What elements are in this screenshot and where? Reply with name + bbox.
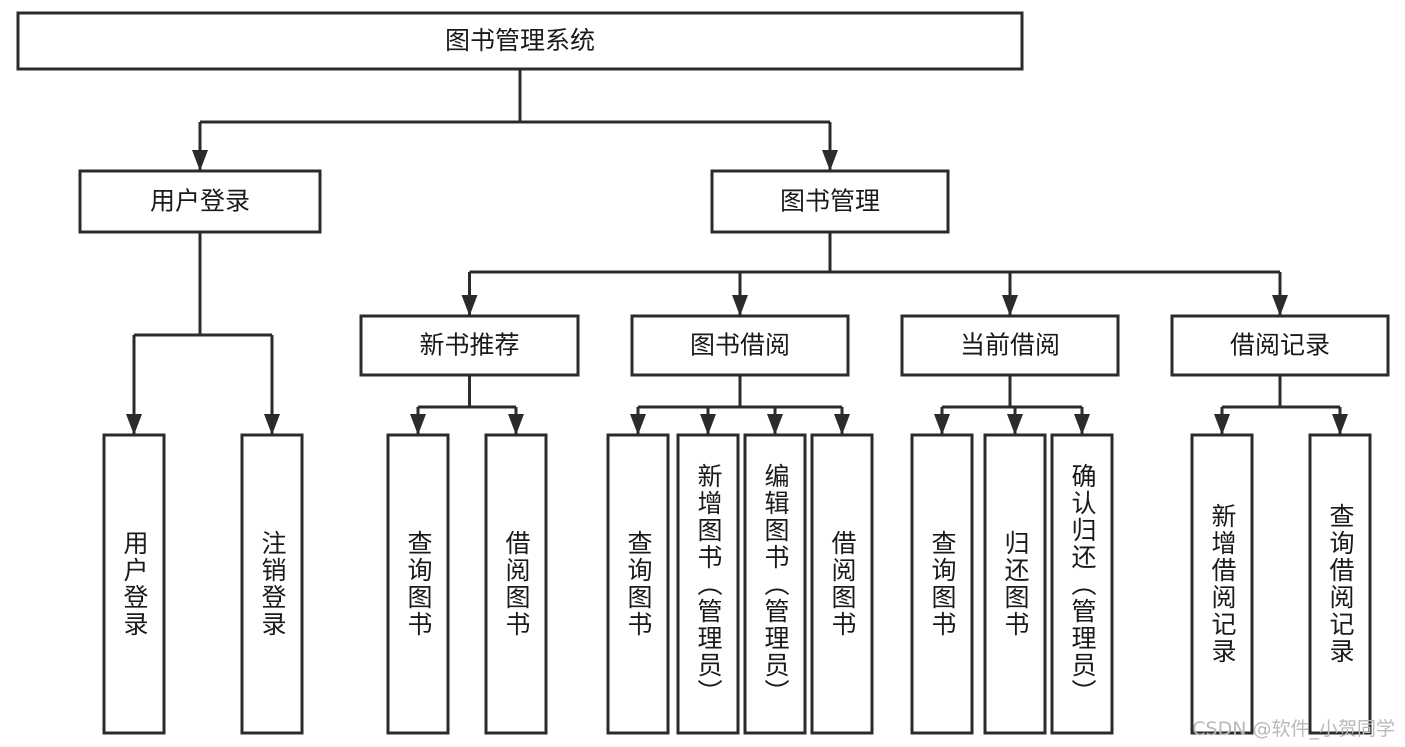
node-box-leaf-borrow-book-2[interactable] xyxy=(810,433,874,735)
arrow-head-icon xyxy=(1007,414,1023,435)
arrow-head-icon xyxy=(934,414,950,435)
connectors-layer xyxy=(126,69,1348,435)
arrow-head-icon xyxy=(1002,295,1018,316)
arrow-head-icon xyxy=(410,414,426,435)
node-box-root[interactable] xyxy=(16,11,1024,71)
arrow-head-icon xyxy=(700,414,716,435)
node-label-book-borrow: 图书借阅 xyxy=(690,331,790,360)
node-box-borrow-record[interactable] xyxy=(1170,314,1390,377)
node-box-book-borrow[interactable] xyxy=(630,314,850,377)
node-label-root: 图书管理系统 xyxy=(445,26,595,55)
node-label-new-book-rec: 新书推荐 xyxy=(419,331,519,360)
arrow-head-icon xyxy=(461,295,478,316)
arrow-head-icon xyxy=(192,150,208,171)
arrow-head-icon xyxy=(1272,295,1288,316)
node-box-leaf-borrow-book-1[interactable] xyxy=(484,433,548,735)
node-box-current-borrow[interactable] xyxy=(900,314,1120,377)
node-label-book-manage: 图书管理 xyxy=(780,187,880,216)
node-box-leaf-user-login[interactable] xyxy=(102,433,166,735)
node-box-leaf-query-book-1[interactable] xyxy=(386,433,450,735)
node-box-leaf-confirm-return[interactable] xyxy=(1050,433,1114,735)
arrow-head-icon xyxy=(630,414,646,435)
node-box-book-manage[interactable] xyxy=(710,169,950,234)
node-box-leaf-query-book-2[interactable] xyxy=(606,433,670,735)
node-box-leaf-logout[interactable] xyxy=(240,433,304,735)
arrow-head-icon xyxy=(834,414,850,435)
arrow-head-icon xyxy=(264,414,280,435)
node-box-leaf-query-record[interactable] xyxy=(1308,433,1372,735)
node-box-leaf-edit-book[interactable] xyxy=(743,433,807,735)
arrow-head-icon xyxy=(732,295,748,316)
node-label-borrow-record: 借阅记录 xyxy=(1230,331,1330,360)
arrow-head-icon xyxy=(767,414,783,435)
node-box-leaf-return-book[interactable] xyxy=(983,433,1047,735)
arrow-head-icon xyxy=(1074,414,1090,435)
arrow-head-icon xyxy=(126,414,142,435)
arrow-head-icon xyxy=(1332,414,1348,435)
node-box-leaf-add-record[interactable] xyxy=(1190,433,1254,735)
node-box-user-login[interactable] xyxy=(78,169,322,234)
arrow-head-icon xyxy=(508,414,524,435)
node-label-current-borrow: 当前借阅 xyxy=(960,331,1060,360)
arrow-head-icon xyxy=(822,150,838,171)
node-box-new-book-rec[interactable] xyxy=(359,314,580,377)
boxes-layer xyxy=(16,11,1390,735)
arrow-head-icon xyxy=(1214,414,1230,435)
node-label-user-login: 用户登录 xyxy=(150,187,250,216)
node-box-leaf-add-book[interactable] xyxy=(676,433,740,735)
node-box-leaf-query-book-3[interactable] xyxy=(910,433,974,735)
